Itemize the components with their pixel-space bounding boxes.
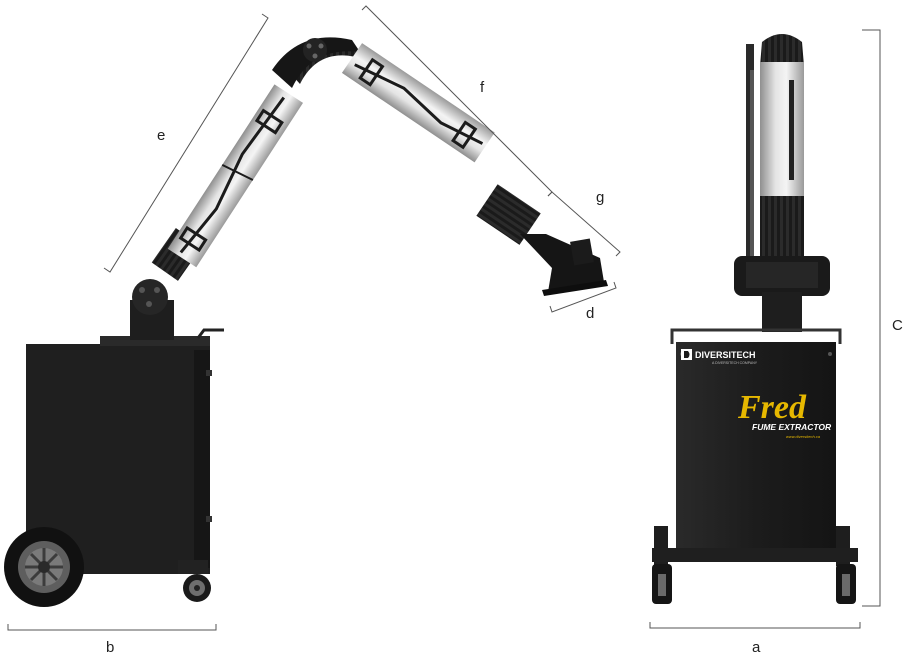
side-cabinet-top (100, 336, 210, 346)
side-view (4, 37, 608, 607)
front-top-rail (670, 328, 842, 344)
dimension-line-b (7, 624, 217, 631)
diversitech-logo: DIVERSITECH A DIVERSITECH COMPANY (681, 349, 758, 365)
front-caster-left (652, 564, 672, 604)
extraction-hood (476, 184, 608, 296)
dimension-label-a: a (752, 639, 761, 656)
dimension-line-a (649, 622, 861, 629)
brand-tagline: A DIVERSITECH COMPANY (712, 361, 758, 365)
front-cabinet (676, 342, 836, 562)
dimension-line-d (549, 281, 617, 313)
big-wheel (4, 527, 84, 607)
dimension-label-e: e (157, 127, 165, 144)
upper-arm-tube (341, 43, 495, 163)
product-type: FUME EXTRACTOR (752, 422, 832, 432)
product-logo: Fred FUME EXTRACTOR www.diversitech.ca (737, 389, 832, 439)
dimension-line-e (103, 13, 269, 273)
dimension-label-f: f (480, 79, 485, 96)
lower-arm-tube (167, 84, 304, 268)
dimension-line-c (862, 29, 881, 607)
dimension-label-d: d (586, 305, 594, 322)
front-caster-right (836, 564, 856, 604)
brand-company: DIVERSITECH (695, 350, 756, 360)
elbow-joint (272, 37, 366, 88)
dimension-label-c: C (892, 317, 903, 334)
side-caster (178, 560, 211, 602)
dimension-line-g (547, 191, 621, 257)
hood-handle (570, 238, 594, 266)
front-arm-tube (760, 62, 804, 202)
dimension-label-g: g (596, 189, 604, 206)
side-cabinet-rear-panel (194, 350, 210, 568)
side-handle (196, 328, 224, 339)
dimension-label-b: b (106, 639, 114, 656)
product-website: www.diversitech.ca (786, 434, 821, 439)
dimension-lines (7, 5, 881, 631)
product-name: Fred (737, 389, 807, 426)
front-view: DIVERSITECH A DIVERSITECH COMPANY Fred F… (652, 34, 858, 604)
